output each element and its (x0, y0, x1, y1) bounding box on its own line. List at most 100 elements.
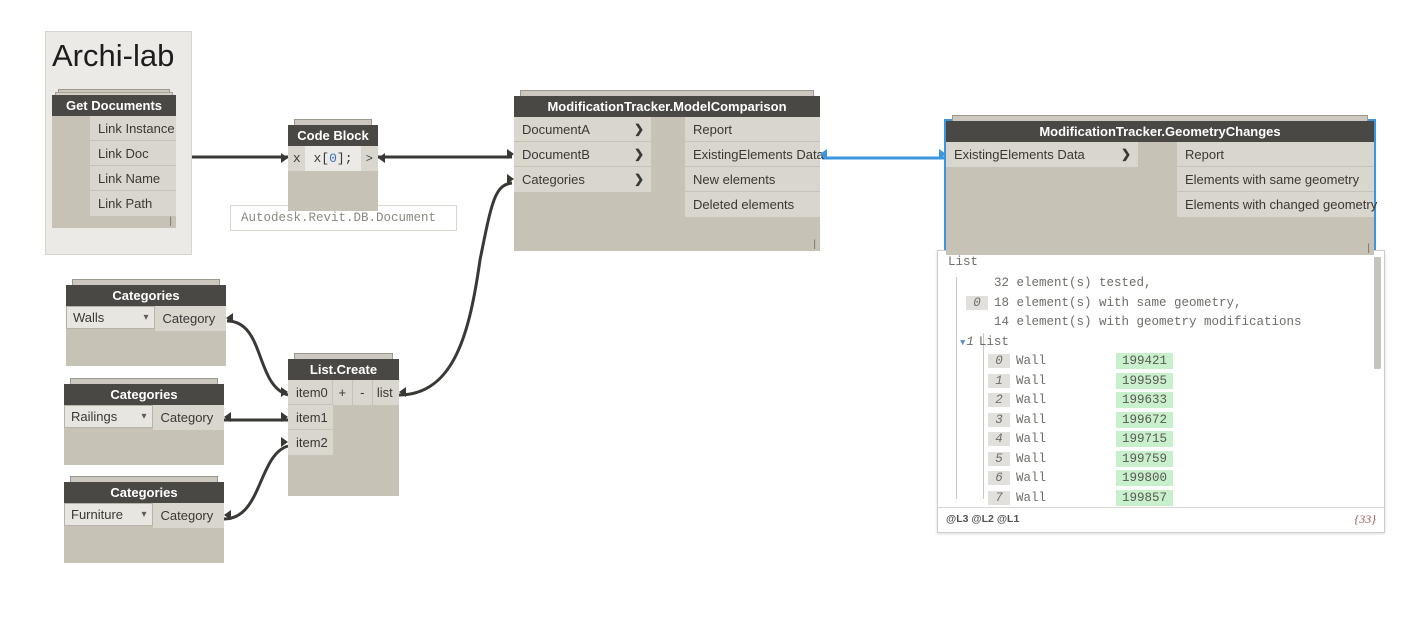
summary-text: 32 element(s) tested, (994, 276, 1152, 290)
dropdown-category-walls[interactable]: Walls ▾ (66, 306, 155, 329)
output-port-label: Category (160, 508, 214, 523)
port-nub-icon (281, 387, 288, 397)
chevron-right-icon: ❯ (633, 172, 644, 186)
output-port-same-geometry[interactable]: Elements with same geometry (1177, 167, 1374, 192)
row-name: Wall (1016, 412, 1047, 427)
dropdown-value: Railings (71, 409, 118, 424)
resize-handle-icon[interactable]: | (169, 216, 172, 227)
output-port-label: > (365, 151, 373, 165)
output-port-deleted-elements[interactable]: Deleted elements (685, 192, 820, 217)
input-port-label: item0 (296, 385, 328, 400)
list-item: 1 Wall 199595 (938, 372, 1384, 394)
row-name: Wall (1016, 451, 1047, 466)
row-index: 6 (988, 471, 1010, 485)
group-title: Archi-lab (52, 38, 175, 73)
dropdown-category-railings[interactable]: Railings ▾ (64, 405, 153, 428)
row-index: 7 (988, 490, 1010, 505)
output-port-link-path[interactable]: Link Path (90, 191, 176, 216)
dropdown-value: Furniture (71, 507, 124, 522)
output-port-existing-elements-data[interactable]: ExistingElements Data (685, 142, 827, 167)
row-id: 199595 (1116, 372, 1174, 389)
port-nub-icon (281, 412, 288, 422)
node-categories-railings[interactable]: Categories Railings ▾ Category (64, 378, 231, 465)
node-title: Categories (64, 384, 224, 405)
node-body: DocumentA ❯ DocumentB ❯ Categories ❯ (507, 117, 827, 251)
remove-input-button[interactable]: - (351, 380, 372, 405)
node-get-documents[interactable]: Get Documents Link Instance Link Doc Lin… (52, 89, 176, 228)
row-index: 2 (988, 393, 1010, 407)
input-port-documentb[interactable]: DocumentB ❯ (507, 142, 651, 167)
code-block-expression[interactable]: x[0]; (305, 146, 361, 171)
output-port-new-elements[interactable]: New elements (685, 167, 820, 192)
row-id: 199672 (1116, 411, 1174, 428)
input-port-existing-elements-data[interactable]: ExistingElements Data ❯ (939, 142, 1138, 167)
output-port-category[interactable]: Category (152, 405, 231, 430)
output-port-category[interactable]: Category (154, 306, 233, 331)
chevron-down-icon[interactable]: ▼ (960, 337, 966, 348)
port-nub-icon (226, 313, 233, 323)
output-port-link-instance[interactable]: Link Instance (90, 116, 176, 141)
output-port-changed-geometry[interactable]: Elements with changed geometry (1177, 192, 1377, 217)
row-index: 0 (988, 354, 1010, 368)
input-port-label: x (292, 151, 301, 166)
output-port-link-name[interactable]: Link Name (90, 166, 176, 191)
list-item: 3 Wall 199672 (938, 411, 1384, 433)
row-index: 4 (988, 432, 1010, 446)
row-index: 1 (988, 373, 1010, 388)
resize-handle-icon[interactable]: | (813, 239, 816, 250)
port-nub-icon (398, 387, 406, 397)
input-port-label: DocumentA (522, 122, 590, 137)
input-port-label: item2 (296, 435, 328, 450)
node-categories-furniture[interactable]: Categories Furniture ▾ Category (64, 476, 231, 563)
node-body: item0 + - list item1 item2 (281, 380, 406, 496)
input-port-x[interactable]: x (281, 146, 306, 171)
port-nub-icon (507, 174, 514, 184)
output-port-code-block[interactable]: > (360, 146, 385, 171)
chevron-right-icon: ❯ (1120, 147, 1131, 161)
output-port-list[interactable]: list (371, 380, 406, 405)
port-nub-icon (939, 149, 946, 159)
resize-handle-icon[interactable]: | (1367, 243, 1370, 254)
input-port-categories[interactable]: Categories ❯ (507, 167, 651, 192)
input-port-item2[interactable]: item2 (281, 430, 333, 455)
input-port-label: item1 (296, 410, 328, 425)
output-port-report[interactable]: Report (1177, 142, 1374, 167)
dropdown-category-furniture[interactable]: Furniture ▾ (64, 503, 153, 526)
node-stack-shadow (70, 476, 218, 485)
chevron-right-icon: ❯ (633, 147, 644, 161)
node-model-comparison[interactable]: ModificationTracker.ModelComparison Docu… (507, 90, 827, 251)
node-geometry-changes[interactable]: ModificationTracker.GeometryChanges Exis… (939, 115, 1377, 257)
output-port-link-doc[interactable]: Link Doc (90, 141, 176, 166)
chevron-down-icon: ▾ (143, 312, 149, 323)
preview-scrollbar-thumb[interactable] (1374, 257, 1381, 369)
input-port-item1[interactable]: item1 (281, 405, 333, 430)
output-port-report[interactable]: Report (685, 117, 820, 142)
node-list-create[interactable]: List.Create item0 + - list item1 (281, 353, 406, 496)
row-name: Wall (1016, 373, 1047, 388)
node-categories-walls[interactable]: Categories Walls ▾ Category (66, 279, 233, 366)
output-port-label: ExistingElements Data (693, 147, 824, 162)
row-id: 199800 (1116, 470, 1174, 486)
chevron-down-icon: ▾ (141, 509, 147, 520)
input-port-item0[interactable]: item0 (281, 380, 332, 405)
node-title: List.Create (288, 359, 399, 380)
node-code-block[interactable]: Code Block x x[0]; > (281, 119, 385, 211)
node-stack-shadow (294, 119, 372, 128)
output-port-label: list (376, 385, 393, 400)
input-port-documenta[interactable]: DocumentA ❯ (514, 117, 651, 142)
lacing-indicator[interactable]: @L3 @L2 @L1 (946, 513, 1020, 525)
row-name: Wall (1016, 490, 1047, 505)
output-port-category[interactable]: Category (152, 503, 231, 528)
port-nub-icon (281, 437, 288, 447)
add-input-button[interactable]: + (331, 380, 352, 405)
node-title: Code Block (288, 125, 378, 146)
row-index: 3 (988, 412, 1010, 427)
